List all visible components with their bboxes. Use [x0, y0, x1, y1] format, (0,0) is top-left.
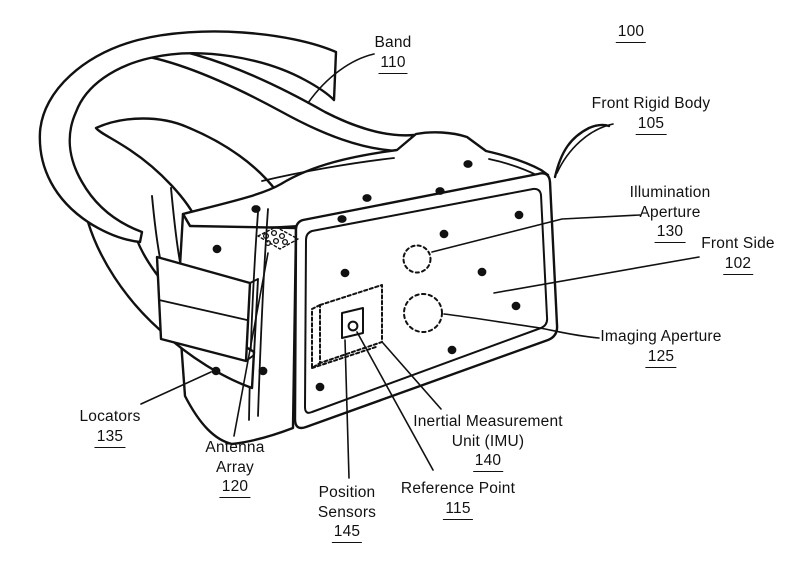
label-position-sensors: Position Sensors 145 — [318, 483, 376, 543]
label-reference-ref: 115 — [443, 499, 473, 520]
label-reference-point: Reference Point 115 — [401, 479, 515, 520]
top-face-back-rim — [261, 157, 395, 182]
label-band-ref: 110 — [378, 53, 408, 74]
label-imaging-aperture: Imaging Aperture 125 — [600, 327, 721, 368]
illumination-aperture-circle — [402, 244, 432, 274]
leader-imaging — [443, 313, 600, 339]
leader-imu — [382, 342, 442, 410]
label-front-rigid-body-ref: 105 — [635, 114, 667, 135]
leader-position-sensors — [344, 339, 350, 479]
label-figure-number: 100 — [615, 22, 647, 43]
label-illumination-line1: Illumination — [629, 184, 711, 201]
label-band: Band 110 — [375, 33, 412, 74]
label-imu-line2: Unit (IMU) — [451, 432, 525, 450]
left-bevel-edge — [248, 208, 269, 421]
label-position-ref: 145 — [331, 522, 363, 543]
label-imaging-ref: 125 — [645, 347, 677, 368]
label-antenna-line2: Array — [215, 458, 255, 476]
leader-front-rigid-body — [556, 123, 614, 174]
label-front-side-text: Front Side — [701, 235, 775, 252]
label-illumination-aperture: Illumination Aperture 130 — [630, 183, 711, 243]
band-end-curve — [553, 123, 611, 179]
label-front-side-ref: 102 — [722, 254, 754, 275]
label-front-rigid-body-text: Front Rigid Body — [591, 95, 711, 112]
label-imaging-text: Imaging Aperture — [600, 328, 722, 345]
leader-locators — [140, 371, 212, 405]
label-locators-text: Locators — [79, 408, 141, 425]
label-illumination-line2: Aperture — [639, 203, 701, 221]
label-reference-text: Reference Point — [400, 480, 516, 497]
label-imu-line1: Inertial Measurement — [413, 413, 563, 430]
imaging-aperture-circle — [403, 293, 443, 333]
label-locators-ref: 135 — [94, 427, 126, 448]
label-position-line2: Sensors — [317, 503, 377, 521]
locator-dots — [211, 160, 524, 392]
label-front-rigid-body: Front Rigid Body 105 — [592, 94, 711, 135]
leader-reference-point — [356, 331, 434, 471]
label-front-side: Front Side 102 — [701, 234, 775, 275]
leader-lines — [140, 53, 700, 479]
leader-illumination — [431, 214, 641, 253]
label-imu: Inertial Measurement Unit (IMU) 140 — [413, 412, 563, 472]
strap-buckle-divider — [158, 299, 248, 321]
leader-band — [307, 53, 375, 104]
label-locators: Locators 135 — [79, 407, 140, 448]
leader-front-side — [493, 256, 700, 294]
imu-box — [311, 284, 383, 369]
label-band-text: Band — [374, 34, 412, 51]
antenna-array-patch — [257, 226, 299, 250]
label-illumination-ref: 130 — [654, 222, 686, 243]
label-position-line1: Position — [318, 484, 376, 501]
figure-number-text: 100 — [615, 22, 647, 43]
label-antenna-ref: 120 — [219, 477, 251, 498]
leader-antenna — [233, 252, 269, 437]
position-sensor-window — [341, 307, 364, 339]
reference-point-marker — [347, 320, 359, 332]
label-imu-ref: 140 — [472, 451, 504, 472]
label-antenna-array: Antenna Array 120 — [205, 438, 264, 498]
label-antenna-line1: Antenna — [205, 439, 265, 456]
band-loop — [38, 30, 338, 244]
